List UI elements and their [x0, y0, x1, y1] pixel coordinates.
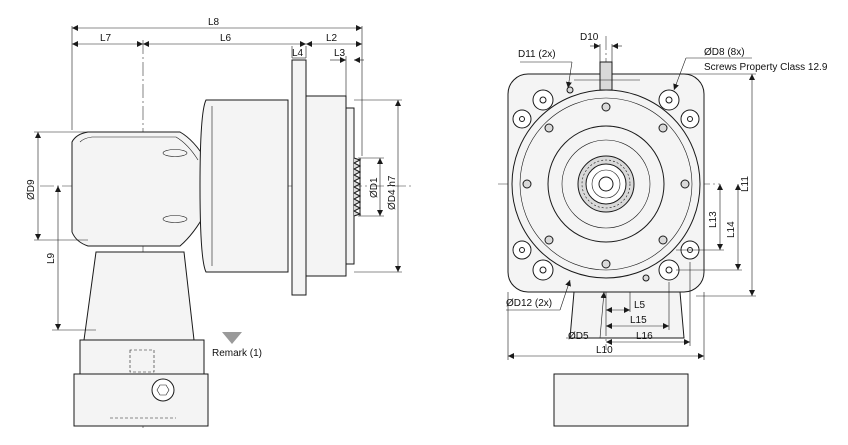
front-view: D10 D11 (2x) ØD8 (8x) Screws Property Cl… [498, 32, 828, 427]
dim-L4: L4 [292, 48, 304, 59]
dim-D5: ØD5 [568, 331, 589, 342]
dim-D12: ØD12 (2x) [506, 298, 552, 309]
dim-L7: L7 [100, 33, 112, 44]
corner-holes [512, 89, 700, 281]
dim-L11: L11 [740, 176, 751, 192]
dim-L13: L13 [708, 211, 719, 228]
dim-L15: L15 [630, 315, 647, 326]
dim-D8: ØD8 (8x) [704, 47, 745, 58]
dim-L8: L8 [208, 17, 220, 28]
dim-L5: L5 [634, 300, 646, 311]
dim-L6: L6 [220, 33, 232, 44]
dim-D1: ØD1 [369, 177, 380, 198]
dim-L2: L2 [326, 33, 338, 44]
dim-D10: D10 [580, 32, 599, 43]
remark-arrow-icon [222, 332, 242, 344]
dim-L14: L14 [726, 221, 737, 238]
dim-D9: ØD9 [26, 179, 37, 200]
dim-L9: L9 [46, 252, 57, 264]
screws-note: Screws Property Class 12.9 [704, 62, 828, 73]
dim-L10: L10 [596, 345, 613, 356]
dim-D4: ØD4 h7 [387, 175, 398, 210]
side-view: Remark (1) L8 L7 L6 L2 L4 L3 ØD9 L9 [26, 17, 412, 428]
dim-L3: L3 [334, 48, 346, 59]
remark-label: Remark (1) [212, 348, 262, 359]
bolt-circle-holes [522, 86, 690, 282]
dim-L16: L16 [636, 331, 653, 342]
dim-D11: D11 (2x) [518, 49, 556, 60]
